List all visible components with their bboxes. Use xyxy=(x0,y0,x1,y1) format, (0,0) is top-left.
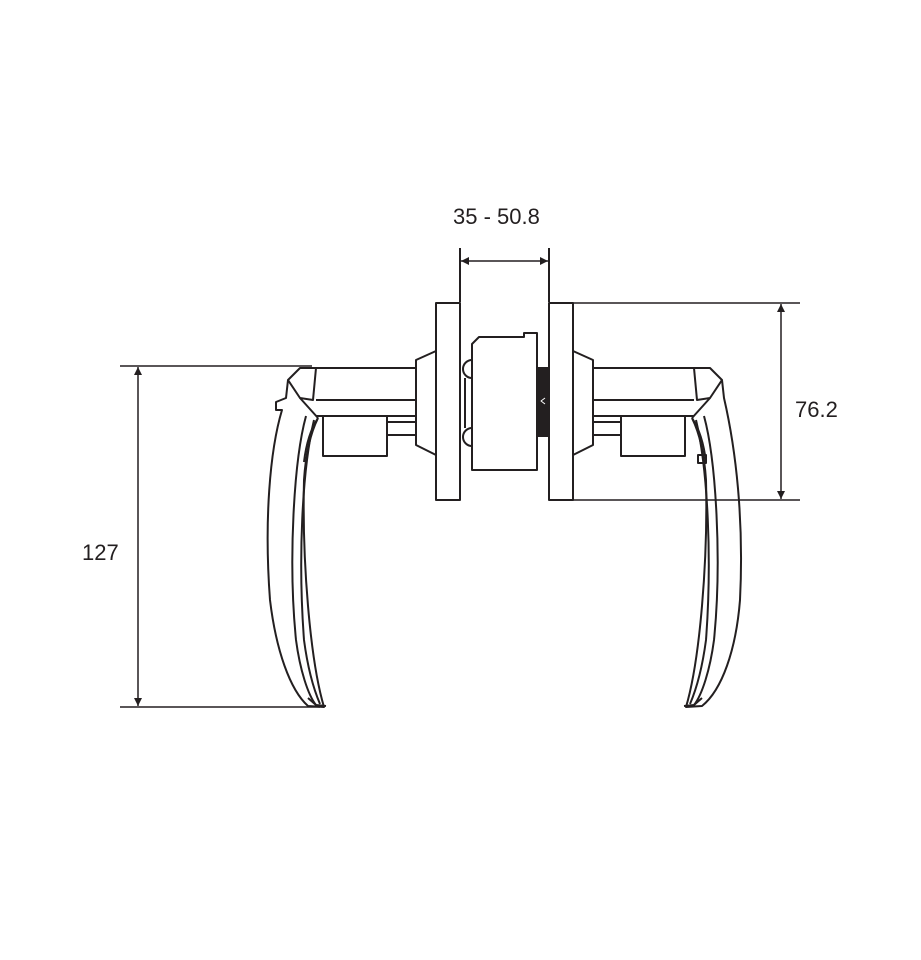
door-thickness-dimension xyxy=(459,248,550,302)
right-escutcheon xyxy=(572,350,594,456)
left-rose-plate xyxy=(435,302,461,501)
rose-diameter-dimension xyxy=(573,302,800,501)
left-lever-neck xyxy=(316,367,416,457)
door-thickness-label: 35 - 50.8 xyxy=(453,204,540,229)
lever-height-label: 127 xyxy=(82,540,119,565)
rose-diameter-label: 76.2 xyxy=(795,397,838,422)
right-rose-plate xyxy=(548,302,574,501)
left-lever-handle xyxy=(266,367,327,708)
right-lever-neck xyxy=(593,367,694,457)
lever-height-dimension xyxy=(120,365,320,708)
latch-body xyxy=(462,332,550,471)
right-lever-handle xyxy=(683,367,743,708)
left-escutcheon xyxy=(415,350,437,456)
